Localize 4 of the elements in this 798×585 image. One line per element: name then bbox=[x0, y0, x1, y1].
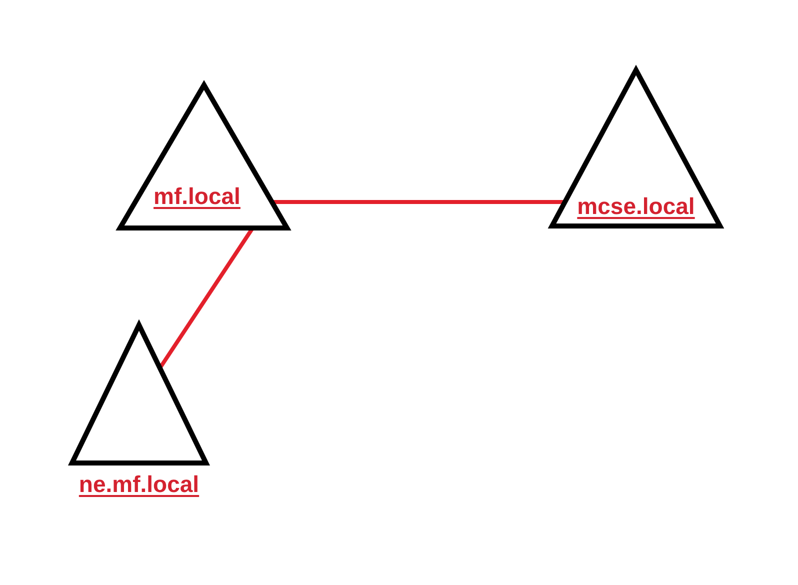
connector-line bbox=[272, 200, 565, 204]
domain-label: mf.local bbox=[154, 183, 240, 210]
domain-label: mcse.local bbox=[577, 193, 695, 220]
domain-label: ne.mf.local bbox=[78, 471, 200, 498]
